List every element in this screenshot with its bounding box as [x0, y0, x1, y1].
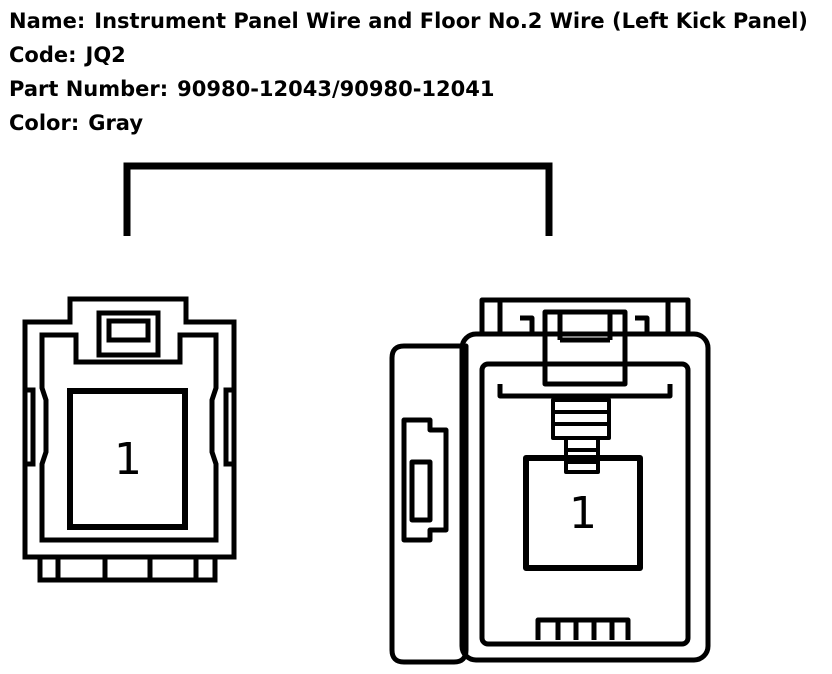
connector-info: Name: Instrument Panel Wire and Floor No.… [9, 6, 808, 142]
name-row: Name: Instrument Panel Wire and Floor No.… [9, 6, 808, 40]
left-connector-bottom-tabs [37, 557, 218, 583]
right-connector [389, 297, 711, 665]
right-connector-side-clip [401, 417, 449, 543]
left-connector-pin-number: 1 [114, 434, 142, 485]
left-connector-body [22, 296, 237, 560]
part-number-label: Part Number: [9, 77, 169, 101]
name-label: Name: [9, 9, 86, 33]
right-connector-inner-ledge [497, 384, 673, 399]
right-connector-cavity [523, 455, 643, 571]
connector-link-bracket [123, 162, 553, 236]
left-connector-side-notch-right [223, 387, 234, 467]
name-value: Instrument Panel Wire and Floor No.2 Wir… [94, 9, 808, 33]
left-connector-cavity [67, 388, 188, 530]
right-connector-inner-frame [479, 361, 691, 647]
left-connector-latch [96, 310, 161, 358]
code-label: Code: [9, 43, 77, 67]
code-value: JQ2 [85, 43, 126, 67]
code-row: Code: JQ2 [9, 40, 808, 74]
right-connector-terminal-lock [551, 398, 611, 474]
left-connector-inner-wall [39, 332, 219, 543]
right-connector-bottom-tabs [535, 617, 631, 640]
right-connector-latch [542, 309, 628, 387]
part-number-value: 90980-12043/90980-12041 [177, 77, 495, 101]
left-connector [22, 296, 237, 583]
color-value: Gray [88, 111, 144, 135]
right-connector-pin-number: 1 [569, 488, 597, 539]
left-connector-side-notch-left [25, 387, 36, 467]
right-connector-top-tabs [479, 297, 691, 334]
right-connector-body [459, 331, 711, 663]
part-number-row: Part Number: 90980-12043/90980-12041 [9, 74, 808, 108]
color-label: Color: [9, 111, 80, 135]
color-row: Color: Gray [9, 108, 808, 142]
